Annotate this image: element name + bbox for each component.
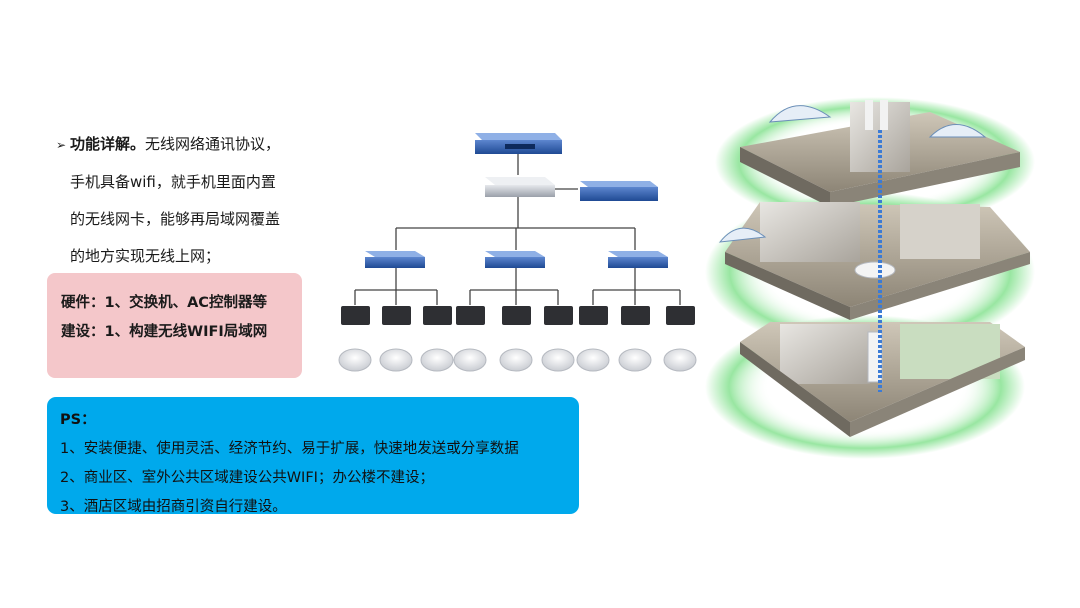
outdoor-antenna-icon — [865, 100, 873, 130]
intro-line-2: 手机具备wifi，就手机里面内置 — [70, 173, 276, 191]
intro-line-1: 无线网络通讯协议， — [145, 135, 281, 153]
intro-line-4: 的地方实现无线上网； — [70, 247, 221, 265]
secondary-switch-icon — [580, 181, 658, 201]
hardware-line: 硬件：1、交换机、AC控制器等 — [61, 295, 267, 311]
feature-description: ➢功能详解。无线网络通讯协议， 手机具备wifi，就手机里面内置 的无线网卡，能… — [56, 126, 316, 275]
ceiling-ap-icon — [854, 261, 896, 279]
ps-title: PS： — [60, 412, 96, 428]
ps-item-3: 3、酒店区域由招商引资自行建设。 — [60, 499, 287, 515]
hardware-box: 硬件：1、交换机、AC控制器等 建设：1、构建无线WIFI局域网 — [47, 273, 302, 378]
ac-controller-icon — [485, 177, 555, 197]
construction-line: 建设：1、构建无线WIFI局域网 — [61, 324, 268, 340]
core-switch-icon — [475, 133, 562, 154]
ps-box: PS： 1、安装便捷、使用灵活、经济节约、易于扩展，快速地发送或分享数据 2、商… — [47, 397, 579, 515]
intro-first-line: ➢功能详解。无线网络通讯协议， — [56, 126, 316, 164]
intro-lead: 功能详解。 — [70, 135, 146, 153]
access-switch-icon — [365, 251, 668, 268]
building-wifi-coverage-illustration — [705, 97, 1035, 459]
intro-line-3: 的无线网卡，能够再局域网覆盖 — [70, 210, 281, 228]
ps-item-1: 1、安装便捷、使用灵活、经济节约、易于扩展，快速地发送或分享数据 — [60, 441, 519, 457]
ps-item-2: 2、商业区、室外公共区域建设公共WIFI；办公楼不建设； — [60, 470, 434, 486]
poe-injector-icon — [341, 306, 695, 325]
arrow-bullet-icon: ➢ — [56, 138, 67, 152]
wireless-ap-icon — [338, 348, 697, 372]
network-topology-diagram — [338, 133, 697, 372]
